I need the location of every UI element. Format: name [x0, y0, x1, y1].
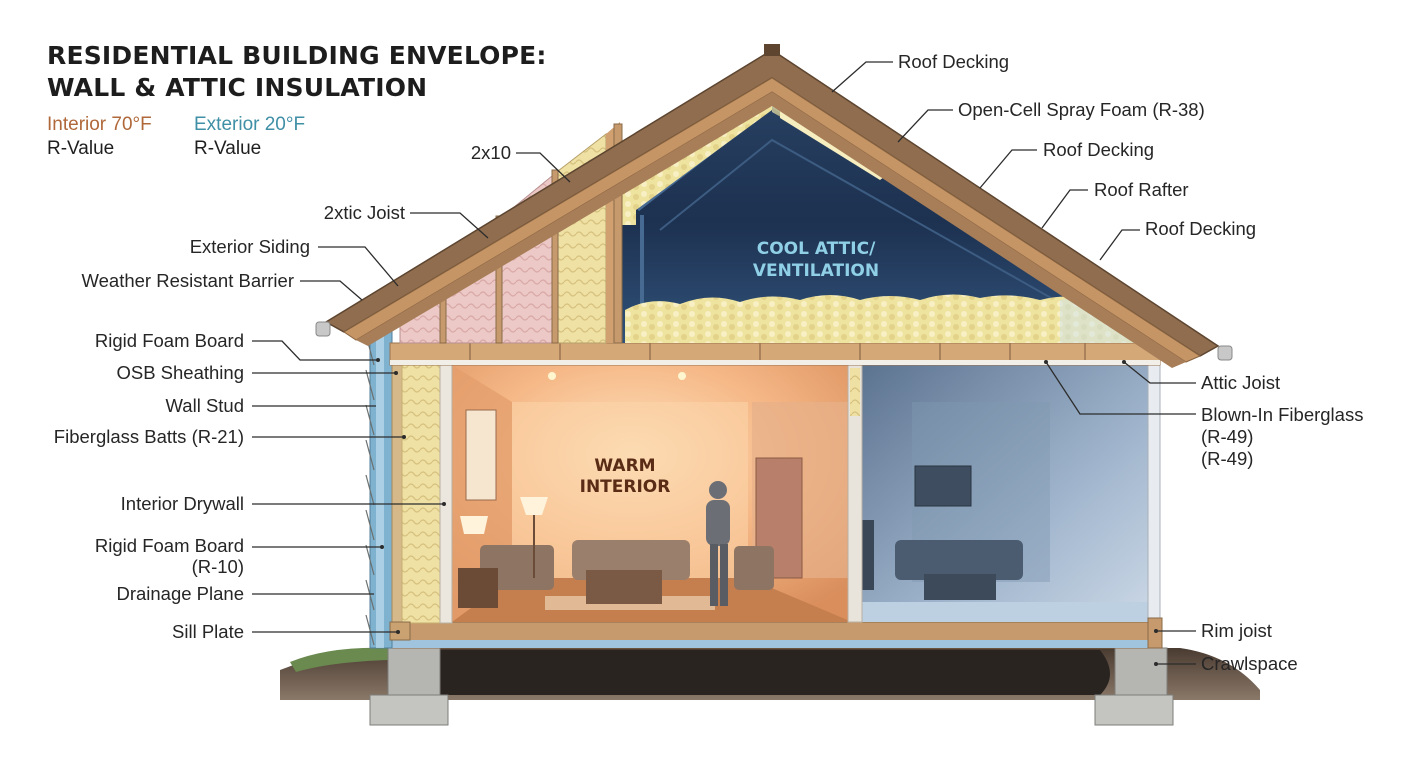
floor-lamp	[520, 497, 548, 515]
coffee-table	[586, 570, 662, 604]
blown-in-fiberglass	[625, 294, 1148, 343]
interior-zone-label: WARM INTERIOR	[579, 456, 671, 497]
legend-interior-temp: Interior 70°F	[47, 114, 152, 135]
label-open-cell-spray-foam: Open-Cell Spray Foam (R-38)	[958, 99, 1205, 120]
legend-interior-rvalue: R-Value	[47, 138, 115, 159]
label-interior-drywall: Interior Drywall	[120, 493, 244, 514]
fiberglass-batts	[401, 364, 441, 624]
armchair-right	[734, 546, 774, 590]
attic-zone-label: COOL ATTIC/ VENTILATION	[752, 239, 880, 281]
legend-exterior-temp: Exterior 20°F	[194, 114, 306, 135]
label-drainage-plane: Drainage Plane	[116, 583, 244, 604]
osb-sheathing	[391, 344, 403, 636]
side-table	[458, 568, 498, 608]
leader-lines-left	[252, 152, 571, 633]
title-line-2: WALL & ATTIC INSULATION	[47, 73, 428, 102]
label-rigid-foam-board: Rigid Foam Board	[94, 330, 244, 351]
label-attic-joist: Attic Joist	[1201, 372, 1281, 393]
footing-right	[1094, 694, 1174, 726]
gutter-left	[315, 321, 331, 337]
footing-left	[369, 694, 449, 726]
label-roof-decking-2: Roof Decking	[1043, 139, 1155, 160]
window	[465, 409, 497, 501]
label-rigid-foam-board-r10: Rigid Foam Board (R-10)	[94, 535, 244, 577]
diagram-title: RESIDENTIAL BUILDING ENVELOPE: WALL & AT…	[47, 40, 547, 104]
wall-picture	[914, 465, 972, 507]
foundation-wall-right	[1114, 647, 1168, 699]
crawlspace-void	[430, 650, 1110, 695]
attic-space	[620, 72, 1148, 343]
label-osb-sheathing: OSB Sheathing	[116, 362, 244, 383]
ridge-cap	[764, 44, 780, 56]
grass	[290, 647, 388, 672]
foundation-wall-left	[387, 647, 441, 699]
legend-exterior-rvalue: R-Value	[194, 138, 262, 159]
title-line-1: RESIDENTIAL BUILDING ENVELOPE:	[47, 41, 547, 70]
label-exterior-siding: Exterior Siding	[189, 236, 310, 257]
label-fiberglass-batts: Fiberglass Batts (R-21)	[53, 426, 244, 447]
armchair-left	[480, 545, 554, 590]
subfloor-insulation	[388, 640, 1160, 648]
label-blown-in-fiberglass: Blown-In Fiberglass (R-49) (R-49)	[1201, 404, 1364, 469]
label-rim-joist: Rim joist	[1201, 620, 1272, 641]
label-crawlspace: Crawlspace	[1201, 653, 1298, 674]
leader-lines-right	[831, 61, 1196, 665]
sill-plate	[389, 621, 411, 641]
label-roof-rafter: Roof Rafter	[1094, 179, 1189, 200]
label-weather-resistant-barrier: Weather Resistant Barrier	[81, 270, 295, 291]
table-lamp	[460, 516, 488, 534]
table-cool	[924, 574, 996, 600]
label-roof-decking-1: Roof Decking	[898, 51, 1010, 72]
interior-drywall	[439, 344, 453, 624]
gutter-right	[1217, 345, 1233, 361]
label-roof-decking-3: Roof Decking	[1145, 218, 1257, 239]
sofa-cool	[895, 540, 1023, 580]
label-2x10: 2x10	[470, 142, 511, 163]
person-silhouette	[706, 481, 730, 606]
label-attic-joist-left: 2xtic Joist	[323, 202, 405, 223]
rim-joist	[1147, 617, 1163, 649]
label-sill-plate: Sill Plate	[172, 621, 244, 642]
label-wall-stud: Wall Stud	[165, 395, 244, 416]
